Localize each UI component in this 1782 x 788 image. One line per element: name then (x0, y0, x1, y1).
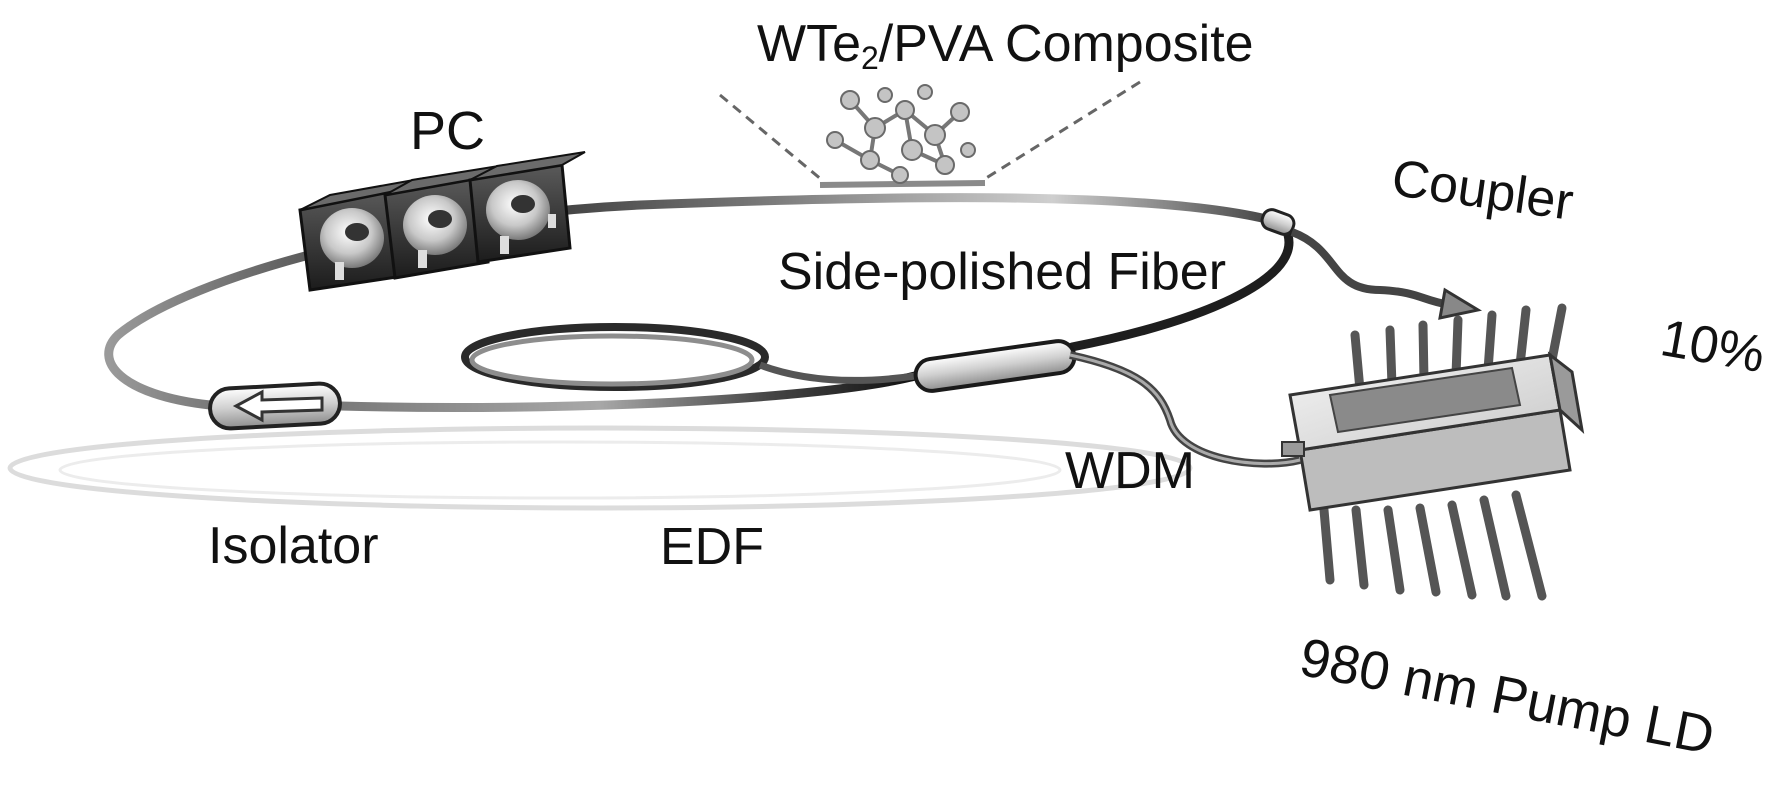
fiber-ring-right (1067, 230, 1294, 352)
output-arrow (1290, 228, 1451, 309)
label-composite-main: WTe (757, 15, 861, 73)
pc-paddle (383, 164, 506, 280)
wdm (913, 339, 1301, 468)
coupler (1260, 208, 1483, 320)
label-pc: PC (410, 101, 486, 161)
isolator (208, 381, 342, 431)
polished-region (819, 180, 986, 188)
floor-shadow (7, 425, 1193, 511)
label-side-polished-fiber: Side-polished Fiber (778, 243, 1227, 301)
isolator-arrow-icon (232, 389, 324, 423)
composite-guide-lines (719, 80, 1141, 182)
label-wte2-pva-composite: WTe2/PVA Composite (757, 18, 1254, 74)
label-composite-sub: 2 (861, 40, 879, 76)
fiber-ring-lower (335, 371, 920, 413)
fiber-ring-upper (104, 193, 1293, 410)
pump-ld-chip (1281, 303, 1585, 601)
arrow-head-icon (1438, 287, 1483, 320)
pc-paddle (468, 151, 586, 264)
label-edf: EDF (660, 518, 764, 576)
label-composite-rest: /PVA Composite (878, 15, 1254, 73)
polarization-controller (298, 151, 586, 292)
edf-coil (461, 323, 916, 391)
pc-paddle (298, 177, 426, 292)
label-wdm: WDM (1065, 442, 1195, 500)
label-isolator: Isolator (208, 517, 379, 575)
wte2-pva-molecule-icon (826, 84, 976, 184)
